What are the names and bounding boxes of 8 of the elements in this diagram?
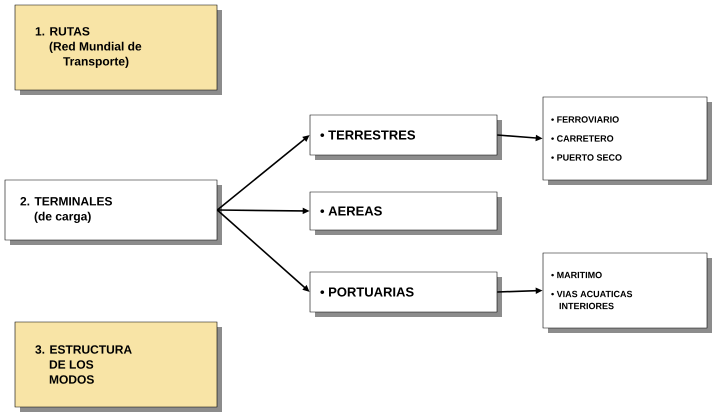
section-box: 3. ESTRUCTURA DE LOS MODOS bbox=[14, 322, 222, 412]
category-box: • AEREAS bbox=[310, 192, 502, 235]
list-box: • MARITIMO • VIAS ACUATICAS INTERIORES bbox=[542, 252, 712, 333]
category-box: • TERRESTRES bbox=[310, 114, 502, 160]
list-box: • FERROVIARIO • CARRETERO • PUERTO SECO bbox=[542, 96, 712, 185]
section-box: 1. RUTAS (Red Mundial de Transporte) bbox=[14, 4, 222, 95]
category-box: • PORTUARIAS bbox=[310, 272, 502, 317]
section-box: 2. TERMINALES (de carga) bbox=[4, 180, 222, 245]
